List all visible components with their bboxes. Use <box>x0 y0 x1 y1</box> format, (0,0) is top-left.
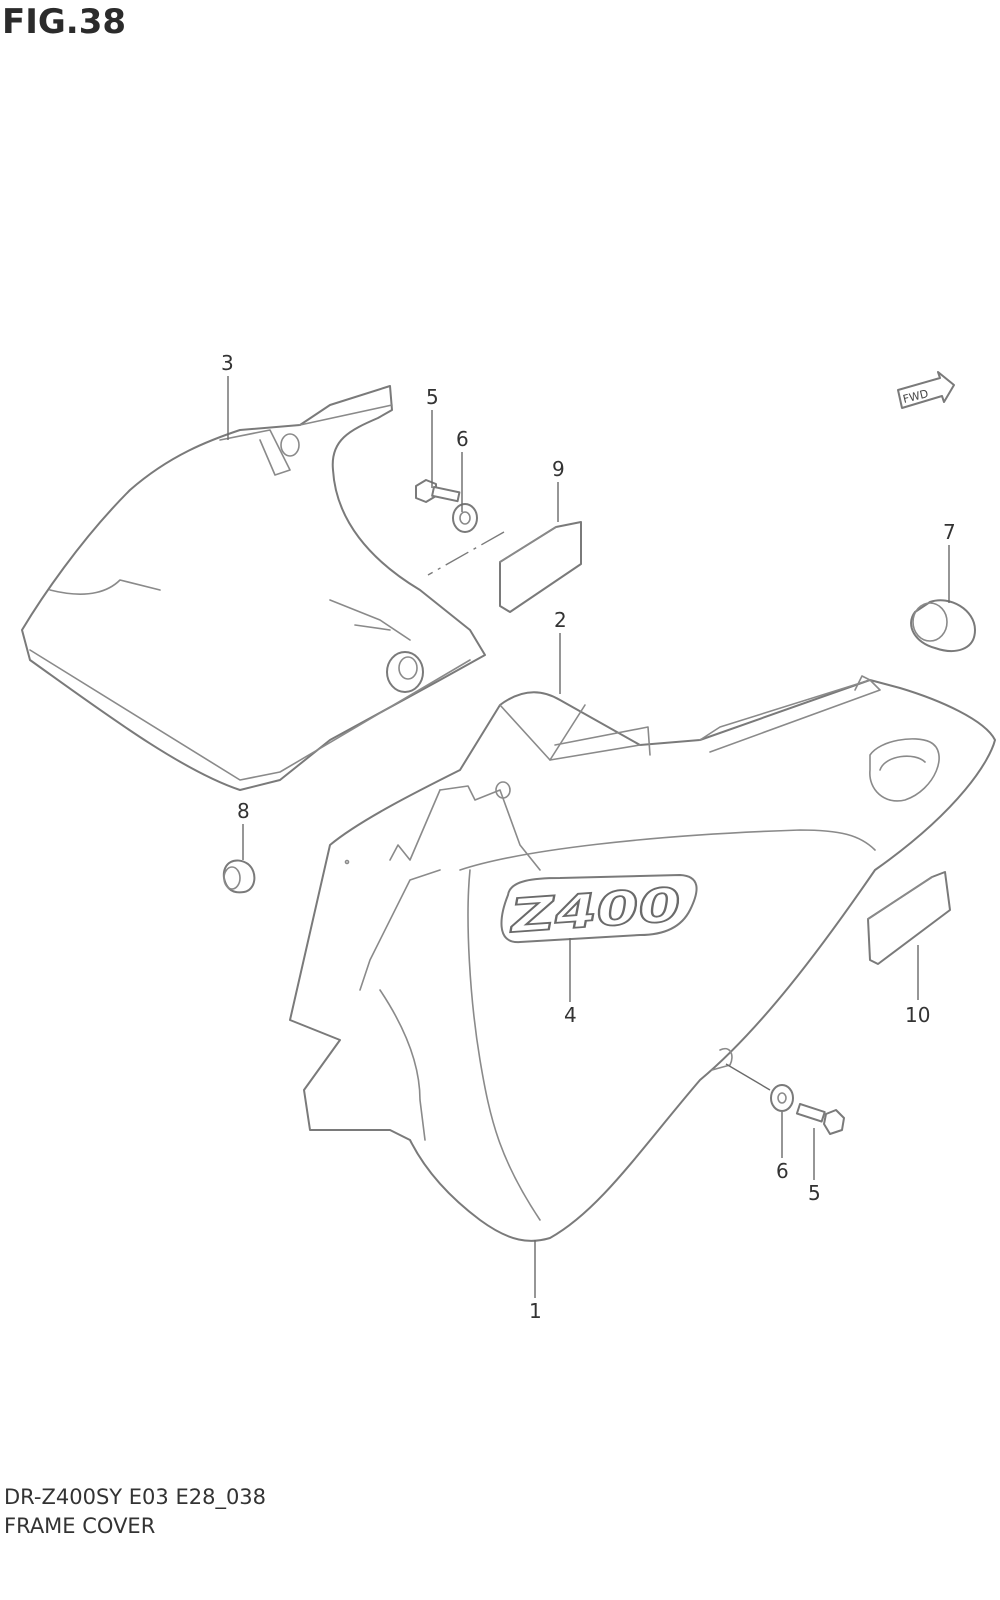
callout-7: 7 <box>943 520 956 544</box>
callout-8: 8 <box>237 799 250 823</box>
part-9-pad <box>499 521 582 613</box>
part-7-grommet <box>910 599 976 652</box>
washer-6-bottom <box>770 1084 794 1112</box>
fwd-arrow-icon: FWD <box>897 371 955 409</box>
fwd-label: FWD <box>902 387 930 406</box>
bolt-5-top <box>415 479 461 503</box>
callout-10: 10 <box>905 1003 930 1027</box>
emblem-text: Z400 <box>506 877 682 943</box>
callout-1: 1 <box>529 1299 542 1323</box>
callout-6-top: 6 <box>456 427 469 451</box>
model-code: DR-Z400SY E03 E28_038 <box>4 1485 267 1509</box>
leader-lines <box>227 376 950 1298</box>
callout-3: 3 <box>221 351 234 375</box>
callout-2: 2 <box>554 608 567 632</box>
figure-caption: FRAME COVER <box>4 1514 156 1538</box>
part-10-pad <box>867 871 951 965</box>
part-8-grommet <box>222 859 256 894</box>
callout-4: 4 <box>564 1003 577 1027</box>
callout-6-bottom: 6 <box>776 1159 789 1183</box>
assembly-line-top <box>427 531 505 576</box>
part-3-left-frame-cover <box>21 385 486 791</box>
callout-5-top: 5 <box>426 385 439 409</box>
assembly-line-bottom <box>725 1063 771 1091</box>
part-4-emblem: Z400 <box>500 874 698 944</box>
callout-5-bottom: 5 <box>808 1181 821 1205</box>
callout-9: 9 <box>552 457 565 481</box>
washer-6-top <box>452 503 478 533</box>
figure-title: FIG.38 <box>2 2 127 42</box>
part-1-right-frame-cover <box>289 675 996 1242</box>
bolt-5-bottom <box>795 1103 845 1135</box>
